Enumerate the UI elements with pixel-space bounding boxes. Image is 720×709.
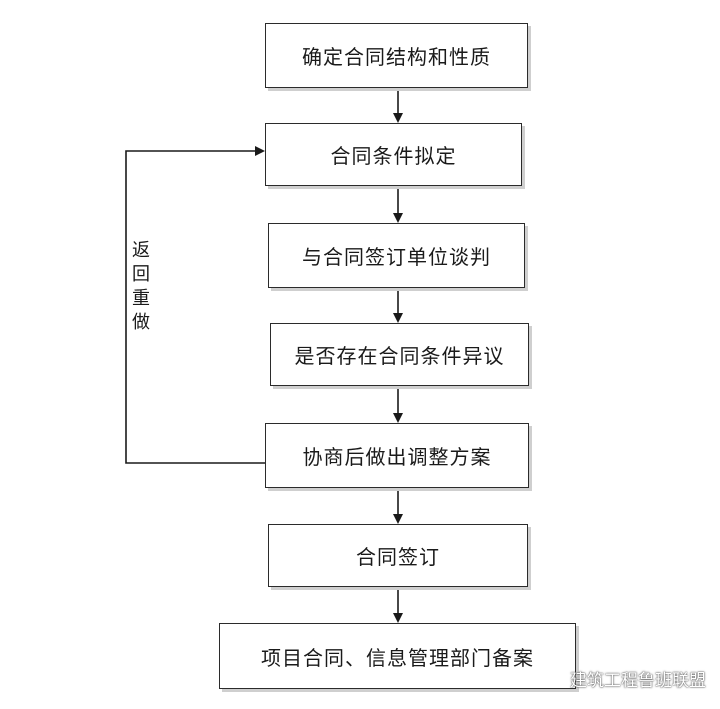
step-label: 合同签订: [356, 545, 440, 569]
step-label: 确定合同结构和性质: [302, 45, 491, 69]
step-label: 与合同签订单位谈判: [302, 245, 491, 269]
step-label: 协商后做出调整方案: [302, 445, 492, 469]
watermark: 建筑工程鲁班联盟: [538, 666, 706, 691]
step-confirm-structure: 确定合同结构和性质: [265, 23, 528, 88]
step-label: 合同条件拟定: [330, 144, 457, 168]
step-draft-conditions: 合同条件拟定: [265, 123, 522, 186]
step-sign-contract: 合同签订: [268, 524, 528, 587]
step-check-objection: 是否存在合同条件异议: [270, 323, 529, 386]
step-label: 项目合同、信息管理部门备案: [261, 645, 534, 670]
wechat-icon: [538, 668, 564, 689]
watermark-text: 建筑工程鲁班联盟: [570, 671, 706, 691]
step-negotiate: 与合同签订单位谈判: [268, 223, 525, 288]
step-adjust-plan: 协商后做出调整方案: [265, 423, 529, 488]
step-label: 是否存在合同条件异议: [294, 344, 505, 368]
step-file-record: 项目合同、信息管理部门备案: [219, 623, 576, 689]
loop-label: 返回重做: [129, 240, 150, 336]
loop-back-connector: [125, 146, 265, 464]
